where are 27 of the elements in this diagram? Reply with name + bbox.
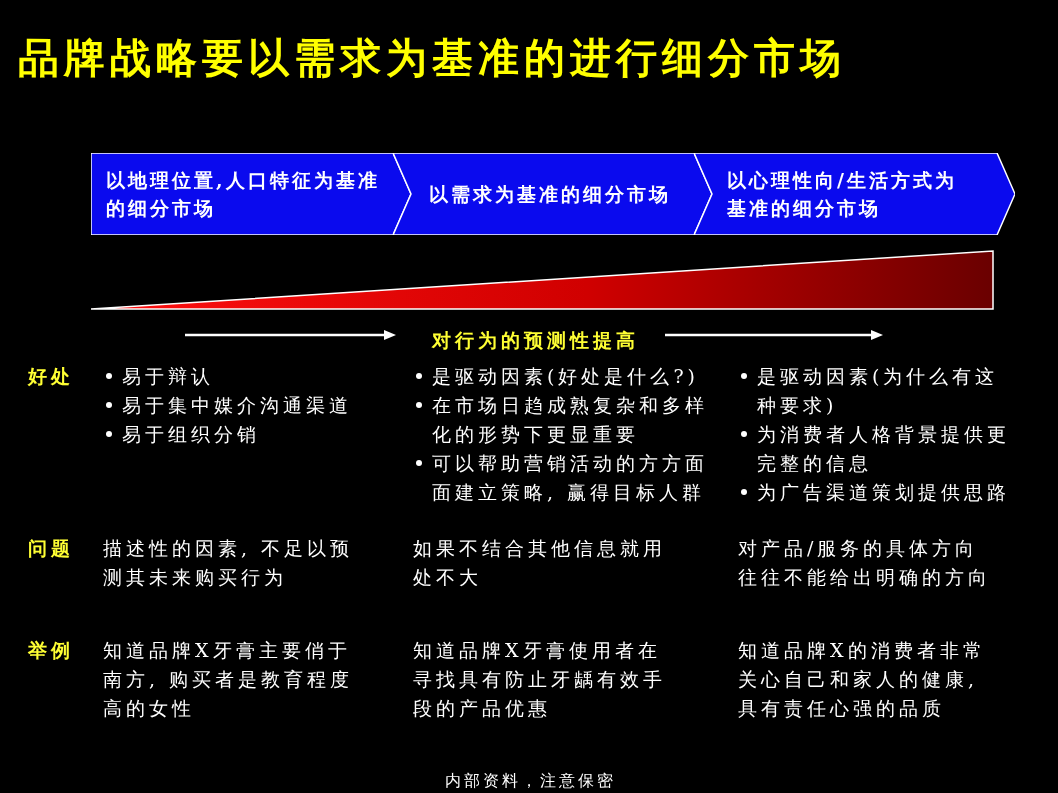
description-text: 知道品牌X的消费者非常关心自己和家人的健康,具有责任心强的品质 [738,638,987,721]
bullet-item: 为消费者人格背景提供更完整的信息 [738,420,1014,478]
description-text: 对产品/服务的具体方向往往不能给出明确的方向 [738,536,992,590]
slide-title: 品牌战略要以需求为基准的进行细分市场 [18,33,846,84]
step-label: 以地理位置,人口特征为基准的细分市场 [106,168,381,221]
bullet-item: 为广告渠道策划提供思路 [738,478,1010,507]
description-text: 知道品牌X牙膏使用者在寻找具有防止牙龋有效手段的产品优惠 [413,638,667,721]
bullet-item: 易于辩认 [103,362,214,391]
footer-note: 内部资料，注意保密 [444,770,616,792]
step-label: 以需求为基准的细分市场 [429,182,671,207]
bullet-item: 易于集中媒介沟通渠道 [103,391,352,420]
row-header: 问题 [28,536,74,561]
row-header: 举例 [28,638,74,663]
chevron-step [91,153,411,235]
bullet-item: 在市场日趋成熟复杂和多样化的形势下更显重要 [413,391,713,449]
description-text: 描述性的因素, 不足以预测其未来购买行为 [103,536,355,590]
bullet-item: 是驱动因素(为什么有这种要求) [738,362,1014,420]
description-text: 知道品牌X牙膏主要俏于南方, 购买者是教育程度高的女性 [103,638,355,721]
bullet-item: 是驱动因素(好处是什么?) [413,362,699,391]
chevron-step [393,153,712,235]
gradient-wedge [90,250,994,310]
bullet-item: 可以帮助营销活动的方方面面建立策略, 赢得目标人群 [413,449,713,507]
chevron-step [694,153,1015,235]
description-text: 如果不结合其他信息就用处不大 [413,536,667,590]
step-label: 以心理性向/生活方式为基准的细分市场 [727,168,958,221]
row-header: 好处 [28,364,74,389]
bullet-item: 易于组织分销 [103,420,260,449]
